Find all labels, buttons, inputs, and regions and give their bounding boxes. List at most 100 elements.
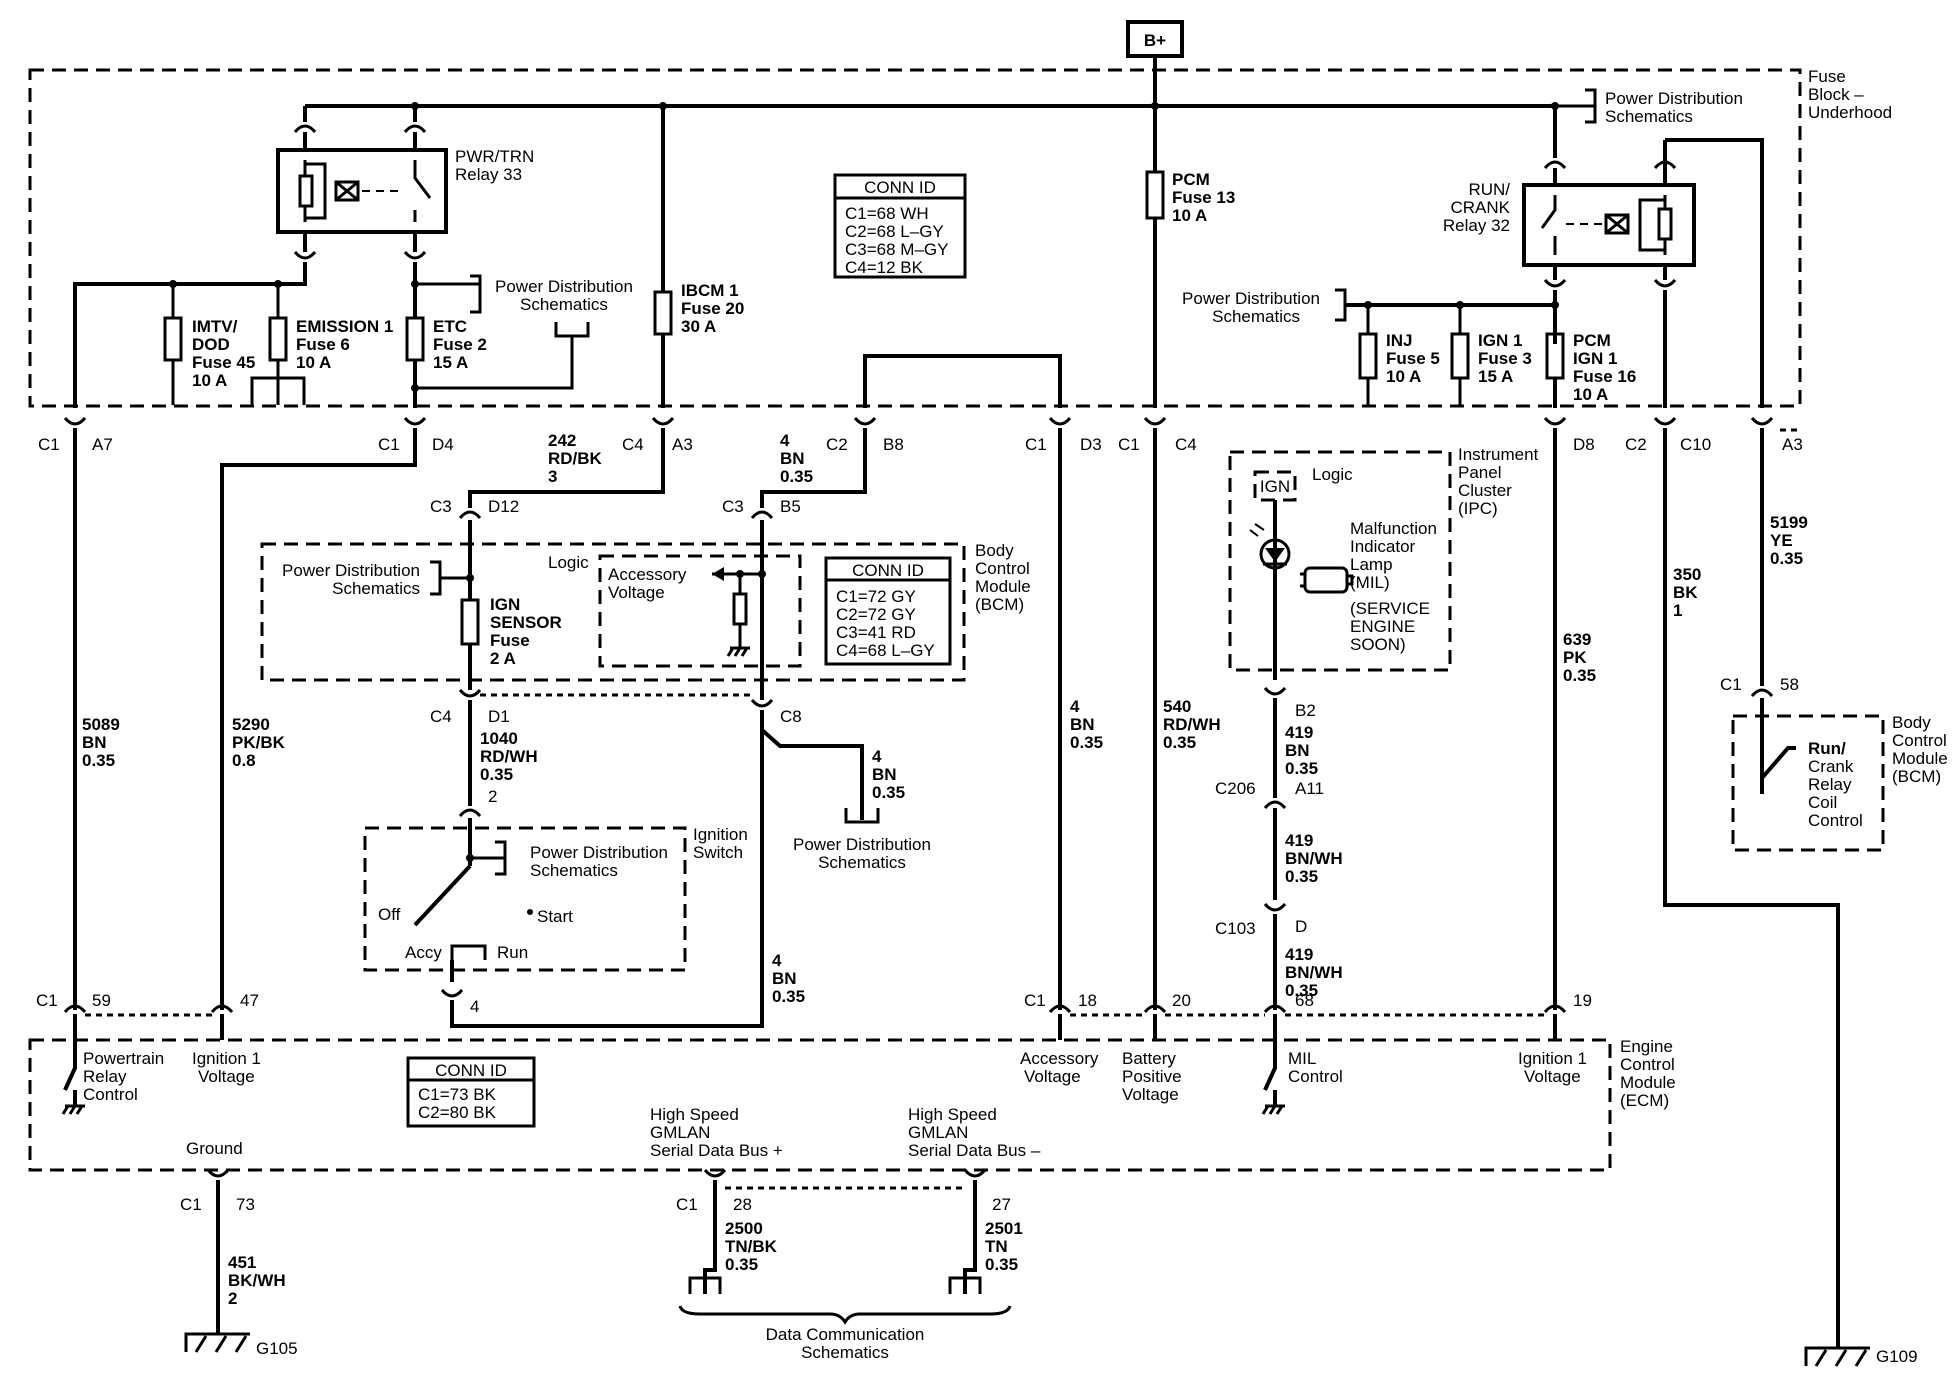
pin-c103: C103 xyxy=(1215,919,1256,938)
ecm-acc1: Accessory xyxy=(1020,1049,1099,1068)
ibcm-l3: 30 A xyxy=(681,317,716,336)
ipc-logic: Logic xyxy=(1312,465,1353,484)
w419b-l2: BN/WH xyxy=(1285,849,1343,868)
bcm2-r5: Control xyxy=(1808,811,1863,830)
w2501-l3: 0.35 xyxy=(985,1255,1018,1274)
pin-c1-d4: C1 xyxy=(378,435,400,454)
ecm-mil2: Control xyxy=(1288,1067,1343,1086)
ipc-l1: Instrument xyxy=(1458,445,1539,464)
ecm-ig2-left: Voltage xyxy=(198,1067,255,1086)
pin-d12: D12 xyxy=(488,497,519,516)
conn-fuse-c3: C3=68 M–GY xyxy=(845,240,948,259)
imtv-l4: 10 A xyxy=(192,371,227,390)
ecm-hs2-p: GMLAN xyxy=(650,1123,710,1142)
imtv-fuse xyxy=(163,316,183,362)
wire-4bn-c8 xyxy=(760,710,864,820)
w242-l3: 3 xyxy=(548,467,557,486)
w451-l3: 2 xyxy=(228,1289,237,1308)
pin-c1-73: C1 xyxy=(180,1195,202,1214)
ibcm-l1: IBCM 1 xyxy=(681,281,739,300)
pin-19: 19 xyxy=(1573,991,1592,1010)
w350-l1: 350 xyxy=(1673,565,1701,584)
ground-g109-icon xyxy=(1804,1346,1870,1367)
w5199-l1: 5199 xyxy=(1770,513,1808,532)
ecm-hs1-p: High Speed xyxy=(650,1105,739,1124)
fuse-block-label-2: Block – xyxy=(1808,85,1864,104)
conn-id-fuse-block xyxy=(833,173,967,279)
emission-l3: 10 A xyxy=(296,353,331,372)
w4d3-l3: 0.35 xyxy=(1070,733,1103,752)
ground-g105-label: G105 xyxy=(256,1339,298,1358)
w4a-l3: 0.35 xyxy=(780,467,813,486)
bcm-logic: Logic xyxy=(548,553,589,572)
inj-l3: 10 A xyxy=(1386,367,1421,386)
conn-bcm-c2: C2=72 GY xyxy=(836,605,916,624)
ecm-l3: Module xyxy=(1620,1073,1676,1092)
pin-c4-a3: C4 xyxy=(622,435,644,454)
w639-l3: 0.35 xyxy=(1563,666,1596,685)
pin-c1-58: C1 xyxy=(1720,675,1742,694)
w5089-l3: 0.35 xyxy=(82,751,115,770)
ignsw-start: Start xyxy=(537,907,573,926)
w4sw-l1: 4 xyxy=(772,951,782,970)
ecm-hsp: Serial Data Bus + xyxy=(650,1141,783,1160)
w242-l1: 242 xyxy=(548,431,576,450)
pin-c1-28: C1 xyxy=(676,1195,698,1214)
w4sw-l2: BN xyxy=(772,969,797,988)
ecm-prc1: Powertrain xyxy=(83,1049,164,1068)
conn-id-bcm xyxy=(824,556,952,666)
w2500-l2: TN/BK xyxy=(725,1237,778,1256)
pds-label-etc-1: Power Distribution xyxy=(495,277,633,296)
pds-label-top-1: Power Distribution xyxy=(1605,89,1743,108)
mil-lamp-icon xyxy=(1259,538,1291,570)
pin-59: 59 xyxy=(92,991,111,1010)
w4c8-l2: BN xyxy=(872,765,897,784)
pin-a11: A11 xyxy=(1295,779,1324,798)
pin-a3-right: A3 xyxy=(1782,435,1803,454)
pin-c3-b5: C3 xyxy=(722,497,744,516)
pwr-trn-label-1: PWR/TRN xyxy=(455,147,534,166)
pin-c1-c4: C1 xyxy=(1118,435,1140,454)
bcm2-l3: Module xyxy=(1892,749,1948,768)
bcm-l4: (BCM) xyxy=(975,595,1024,614)
dcs-l1: Data Communication xyxy=(766,1325,925,1344)
bcm-border xyxy=(260,542,966,682)
pds-label-top-2: Schematics xyxy=(1605,107,1693,126)
imtv-l2: DOD xyxy=(192,335,230,354)
bcm2-r3: Relay xyxy=(1808,775,1852,794)
run-crank-relay xyxy=(1522,183,1696,267)
pin-b5: B5 xyxy=(780,497,801,516)
conn-bcm-c3: C3=41 RD xyxy=(836,623,916,642)
etc-l3: 15 A xyxy=(433,353,468,372)
ground-g109-label: G109 xyxy=(1876,1347,1918,1366)
etc-l2: Fuse 2 xyxy=(433,335,487,354)
pin-d8: D8 xyxy=(1573,435,1595,454)
pin-c10: C10 xyxy=(1680,435,1711,454)
w419c-l1: 419 xyxy=(1285,945,1313,964)
wire-242 xyxy=(468,428,665,508)
w540-l3: 0.35 xyxy=(1163,733,1196,752)
pin-c4-d1: C4 xyxy=(430,707,452,726)
pds-label-bcm-2: Schematics xyxy=(332,579,420,598)
imtv-l1: IMTV/ xyxy=(192,317,238,336)
ecm-bat3: Voltage xyxy=(1122,1085,1179,1104)
ignsensor-l2: SENSOR xyxy=(490,613,562,632)
wire-4bn-a xyxy=(760,428,867,508)
ignsensor-l4: 2 A xyxy=(490,649,516,668)
w5089-l2: BN xyxy=(82,733,107,752)
bplus-label: B+ xyxy=(1144,31,1166,50)
ecm-ig2-right: Voltage xyxy=(1524,1067,1581,1086)
emission-fuse xyxy=(268,316,288,362)
bcm2-r4: Coil xyxy=(1808,793,1837,812)
w4d3-l1: 4 xyxy=(1070,697,1080,716)
w4c8-l1: 4 xyxy=(872,747,882,766)
pcm-l3: 10 A xyxy=(1172,206,1207,225)
pin-73: 73 xyxy=(236,1195,255,1214)
conn-ecm-c1: C1=73 BK xyxy=(418,1085,497,1104)
pds-label-right-1: Power Distribution xyxy=(1182,289,1320,308)
ecm-connectors xyxy=(63,1004,1567,1014)
w2500-l3: 0.35 xyxy=(725,1255,758,1274)
pcm-l2: Fuse 13 xyxy=(1172,188,1235,207)
bcm-logic-box xyxy=(598,554,802,668)
pin-58: 58 xyxy=(1780,675,1799,694)
